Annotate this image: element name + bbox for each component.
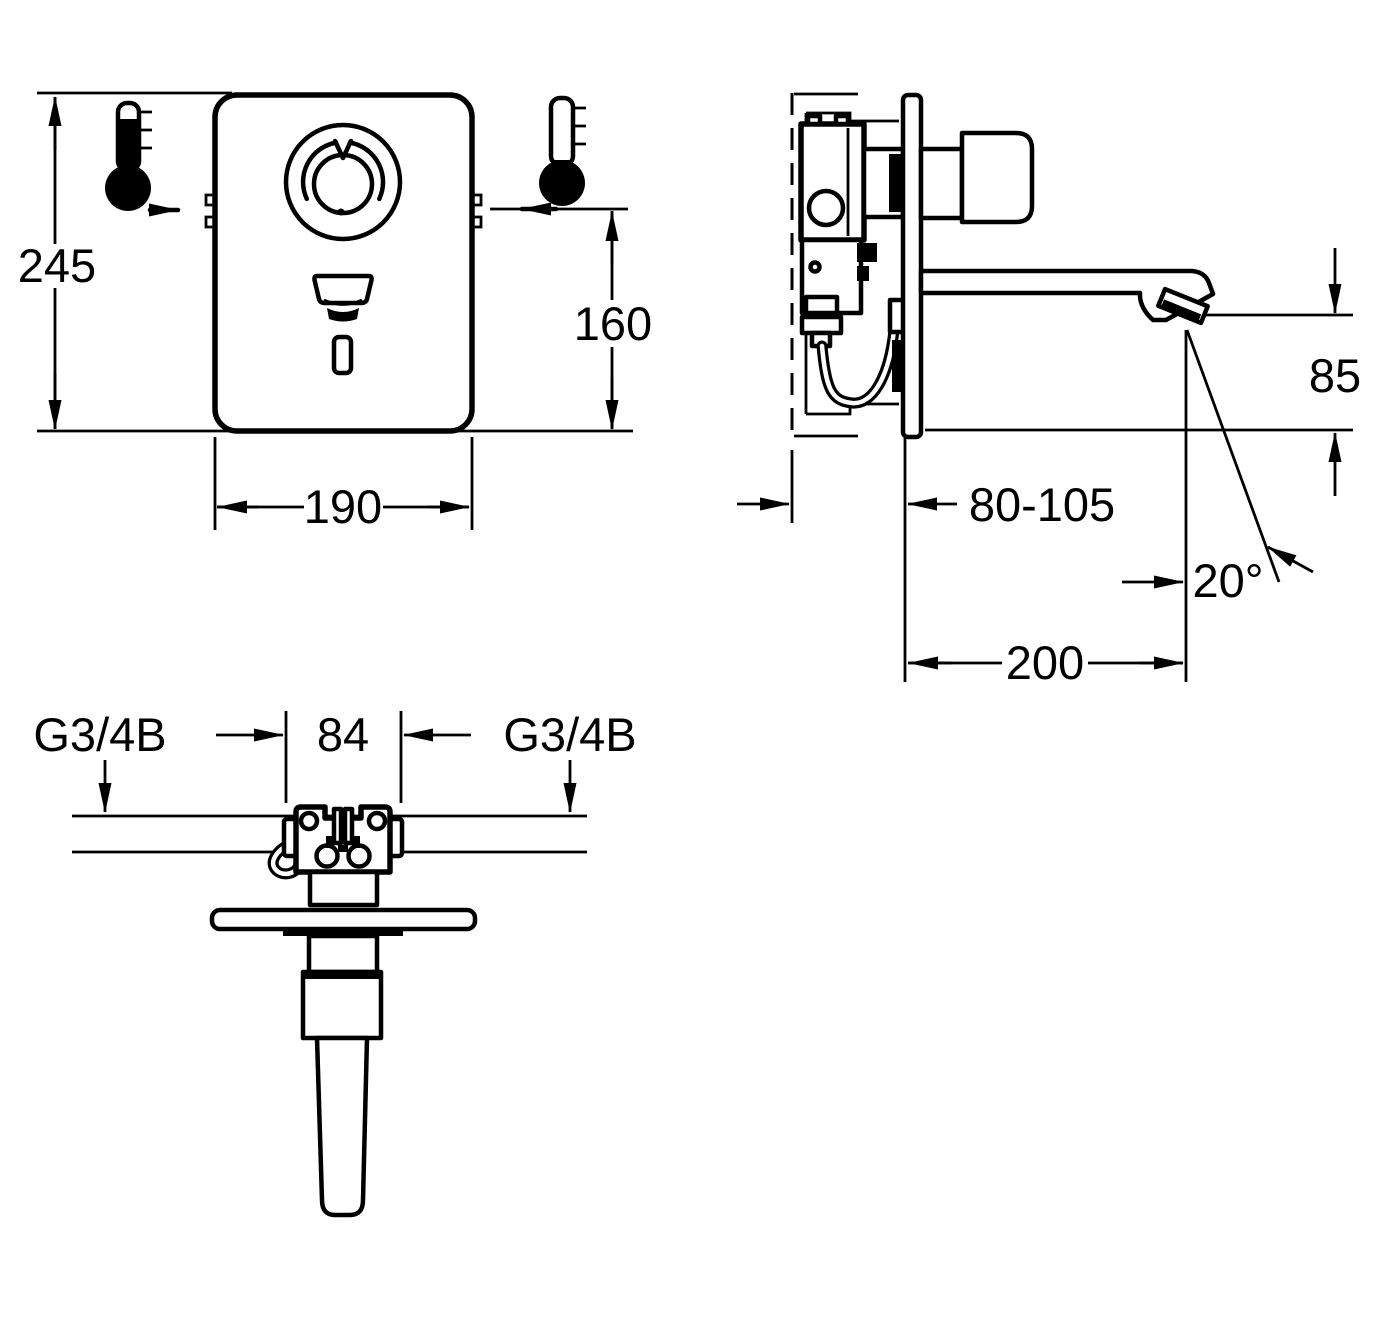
left-clip (204, 193, 215, 229)
coupling (300, 969, 384, 1041)
dim-20deg-label: 20° (1192, 554, 1263, 607)
thermometer-hot-icon (105, 100, 181, 217)
concealed-valve-box (798, 113, 911, 409)
dim-84-extension-lines (284, 711, 403, 803)
dim-85: 85 (1309, 248, 1361, 496)
screw-right (366, 810, 388, 832)
valve-body-plan (267, 804, 405, 880)
width-extension-lines (213, 437, 474, 530)
wall-plate (900, 92, 924, 440)
dim-20deg: 20° (1122, 545, 1314, 607)
outlet-aerator (1156, 286, 1210, 326)
front-view: 245 160 190 (18, 91, 652, 533)
drain-pipe (314, 1035, 370, 1218)
right-clip (472, 193, 483, 229)
screw-left (298, 810, 320, 832)
dim-245: 245 (18, 96, 96, 430)
control-dial (283, 122, 403, 242)
sensor-window (331, 334, 354, 376)
dim-85-label: 85 (1309, 349, 1361, 402)
dim-200-label: 200 (1006, 636, 1084, 689)
thermometer-cold-icon (519, 95, 586, 216)
front-panel (212, 92, 475, 434)
flange-shadow (283, 929, 403, 936)
dial-pointer-icon (332, 138, 354, 161)
spout-front (312, 273, 374, 322)
hex-fitting (803, 294, 840, 316)
dim-245-label: 245 (18, 239, 96, 292)
dim-80-105: 80-105 (737, 478, 1115, 531)
dim-80-105-label: 80-105 (969, 478, 1115, 531)
thread-left: G3/4B (33, 708, 167, 813)
mounting-flange (209, 907, 478, 932)
side-view: 85 80-105 200 20° (737, 92, 1361, 689)
dim-200: 200 (908, 636, 1184, 689)
valve-circle (806, 188, 846, 228)
plan-view: G3/4B G3/4B 84 (33, 708, 637, 1218)
spout-side (918, 268, 1216, 326)
thread-right-label: G3/4B (503, 708, 636, 761)
body-neck (307, 869, 380, 908)
temperature-knob (918, 130, 1035, 225)
coupling-band (305, 972, 379, 979)
dim-84-label: 84 (317, 708, 369, 761)
dim-190-label: 190 (304, 480, 382, 533)
dim-160-label: 160 (574, 297, 652, 350)
thread-left-label: G3/4B (33, 708, 166, 761)
dim-190: 190 (217, 480, 470, 533)
port-right (346, 843, 372, 869)
thread-right: G3/4B (503, 708, 637, 813)
dim-160: 160 (574, 211, 652, 430)
water-stream-line (1185, 329, 1281, 583)
upper-pipe (306, 933, 380, 975)
aerator-front (327, 308, 359, 322)
port-left (314, 843, 340, 869)
dim-84: 84 (216, 708, 471, 761)
